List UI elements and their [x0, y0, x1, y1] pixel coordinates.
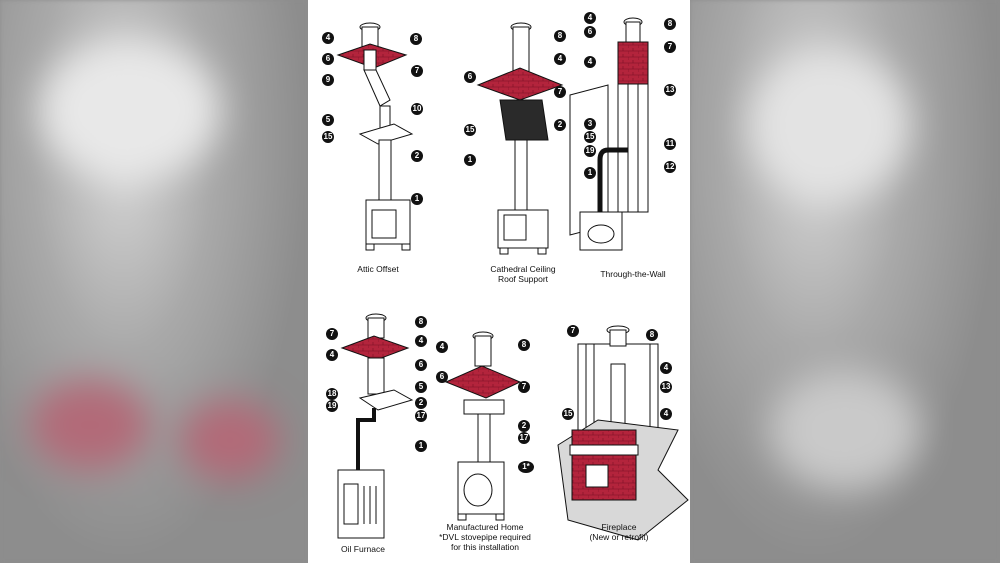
callout-fireplace: 8: [646, 329, 658, 341]
callout-manufactured: 1*: [518, 461, 534, 473]
callout-manufactured: 8: [518, 339, 530, 351]
callout-furnace: 19: [326, 400, 338, 412]
callout-cathedral: 6: [464, 71, 476, 83]
callout-manufactured: 4: [436, 341, 448, 353]
callout-cathedral: 4: [554, 53, 566, 65]
caption-cathedral-line1: Cathedral Ceiling: [490, 264, 556, 274]
caption-fireplace-line2: (New or retrofit): [589, 532, 649, 542]
callout-cathedral: 7: [554, 86, 566, 98]
callout-cathedral: 8: [554, 30, 566, 42]
installation-diagram-panel: Attic Offset Cathedral Ceiling Roof Supp…: [308, 0, 690, 563]
callout-furnace: 6: [415, 359, 427, 371]
callout-furnace: 4: [415, 335, 427, 347]
callout-manufactured: 17: [518, 432, 530, 444]
callout-attic: 7: [411, 65, 423, 77]
callout-furnace: 8: [415, 316, 427, 328]
callout-wall: 13: [664, 84, 676, 96]
caption-manufactured-home: Manufactured Home *DVL stovepipe require…: [430, 522, 540, 552]
callout-fireplace: 13: [660, 381, 672, 393]
oil-furnace-diagram: [337, 313, 414, 539]
callout-wall: 11: [664, 138, 676, 150]
caption-oil-furnace: Oil Furnace: [341, 544, 385, 554]
caption-attic-offset: Attic Offset: [357, 264, 399, 274]
callout-attic: 9: [322, 74, 334, 86]
callout-wall: 19: [584, 145, 596, 157]
caption-through-the-wall: Through-the-Wall: [600, 269, 666, 279]
caption-manufactured-line1: Manufactured Home: [446, 522, 524, 532]
caption-cathedral-ceiling: Cathedral Ceiling Roof Support: [468, 264, 578, 284]
callout-furnace: 17: [415, 410, 427, 422]
blurred-backdrop-left: [0, 0, 308, 563]
diagram-artwork: [336, 17, 689, 541]
caption-fireplace-line1: Fireplace: [601, 522, 637, 532]
cathedral-ceiling-diagram: [476, 22, 564, 255]
callout-manufactured: 6: [436, 371, 448, 383]
callout-fireplace: 7: [567, 325, 579, 337]
callout-cathedral: 2: [554, 119, 566, 131]
callout-furnace: 5: [415, 381, 427, 393]
callout-fireplace: 4: [660, 362, 672, 374]
callout-attic: 1: [411, 193, 423, 205]
callout-manufactured: 7: [518, 381, 530, 393]
caption-fireplace: Fireplace (New or retrofit): [564, 522, 674, 542]
caption-manufactured-line3: for this installation: [450, 542, 520, 552]
callout-attic: 6: [322, 53, 334, 65]
caption-cathedral-line2: Roof Support: [497, 274, 549, 284]
callout-fireplace: 15: [562, 408, 574, 420]
callout-furnace: 4: [326, 349, 338, 361]
callout-cathedral: 15: [464, 124, 476, 136]
callout-attic: 15: [322, 131, 334, 143]
manufactured-home-diagram: [444, 331, 522, 521]
callout-furnace: 2: [415, 397, 427, 409]
callout-attic: 5: [322, 114, 334, 126]
callout-furnace: 18: [326, 388, 338, 400]
callout-furnace: 7: [326, 328, 338, 340]
callout-wall: 4: [584, 12, 596, 24]
callout-wall: 4: [584, 56, 596, 68]
callout-attic: 10: [411, 103, 423, 115]
caption-manufactured-line2: *DVL stovepipe required: [439, 532, 531, 542]
callout-wall: 1: [584, 167, 596, 179]
fireplace-diagram: [557, 325, 689, 541]
callout-attic: 4: [322, 32, 334, 44]
callout-furnace: 1: [415, 440, 427, 452]
callout-wall: 15: [584, 131, 596, 143]
blurred-backdrop-right: [690, 0, 1000, 563]
attic-offset-diagram: [336, 22, 414, 251]
callout-attic: 8: [410, 33, 422, 45]
callout-wall: 7: [664, 41, 676, 53]
callout-wall: 8: [664, 18, 676, 30]
callout-attic: 2: [411, 150, 423, 162]
callout-wall: 3: [584, 118, 596, 130]
through-the-wall-diagram: [569, 17, 649, 251]
callout-cathedral: 1: [464, 154, 476, 166]
callout-manufactured: 2: [518, 420, 530, 432]
callout-wall: 12: [664, 161, 676, 173]
callout-wall: 6: [584, 26, 596, 38]
callout-fireplace: 4: [660, 408, 672, 420]
